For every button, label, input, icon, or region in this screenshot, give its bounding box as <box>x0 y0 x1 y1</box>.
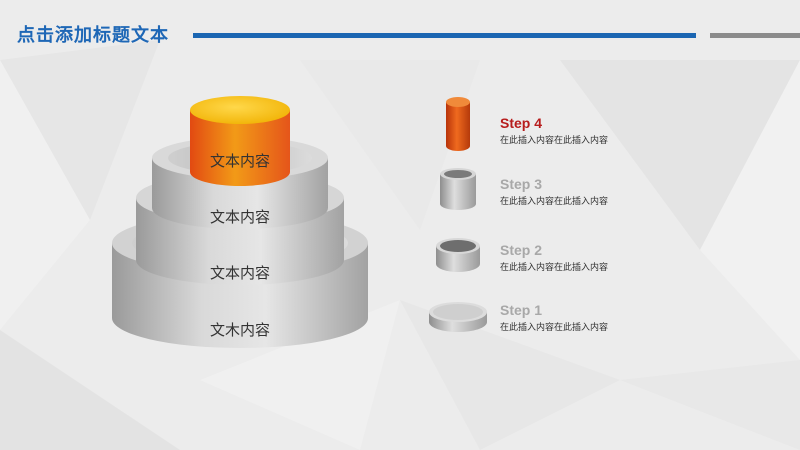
pyramid-tier-4-label: 文本内容 <box>209 152 271 170</box>
step-1-title: Step 1 <box>500 302 543 318</box>
step-1-flat-ring-icon <box>429 302 487 332</box>
step-3-description: 在此插入内容在此插入内容 <box>500 197 609 207</box>
step-2-title: Step 2 <box>500 242 543 258</box>
pyramid-tier-4 <box>190 96 290 186</box>
pyramid-tier-2-label: 文本内容 <box>209 264 271 282</box>
pyramid-tier-1-label: 文木内容 <box>209 321 271 339</box>
step-1-description: 在此插入内容在此插入内容 <box>500 323 609 333</box>
step-4-description: 在此插入内容在此插入内容 <box>500 136 609 146</box>
step-2-description: 在此插入内容在此插入内容 <box>500 263 609 273</box>
step-4-orange-cylinder-icon <box>446 97 470 151</box>
step-2-gray-ring-icon <box>436 238 480 272</box>
title-underline-gray <box>710 33 800 38</box>
page-title: 点击添加标题文本 <box>17 25 169 46</box>
title-underline-blue <box>193 33 696 38</box>
step-3-title: Step 3 <box>500 176 543 192</box>
step-4-title: Step 4 <box>500 115 543 131</box>
pyramid-tier-3-label: 文本内容 <box>209 208 271 226</box>
step-3-gray-tube-icon <box>440 168 476 210</box>
